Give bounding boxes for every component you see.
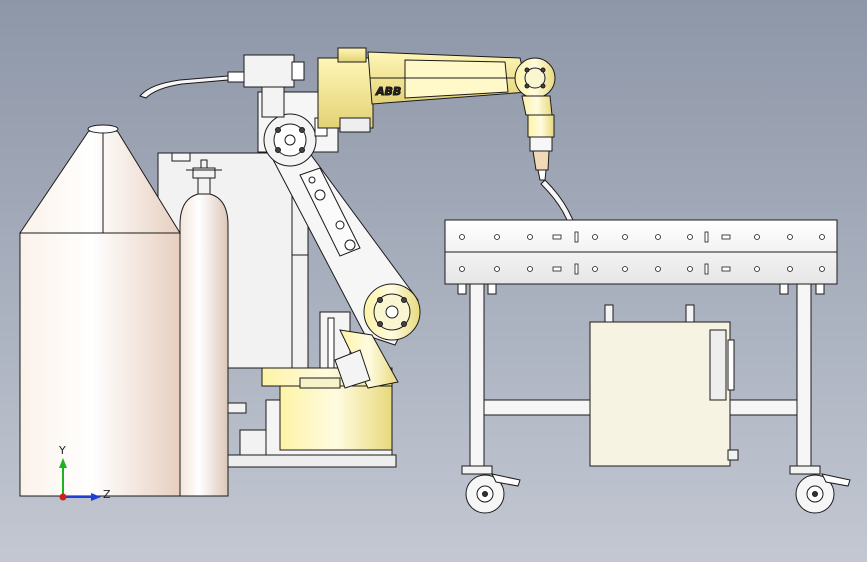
triad-y-label: Y [58, 444, 66, 457]
robot-axis2-joint[interactable] [363, 283, 421, 341]
caster-right[interactable] [789, 465, 851, 514]
welding-torch[interactable] [527, 114, 575, 225]
wire-feeder[interactable] [139, 54, 305, 118]
robot-upper-housing[interactable] [317, 47, 374, 133]
robot-forearm[interactable]: ABB [367, 51, 529, 105]
robot-controller-cabinet[interactable] [589, 304, 739, 467]
wire-drum[interactable] [19, 124, 181, 497]
robot-wrist[interactable] [514, 57, 556, 116]
abb-logo: ABB [375, 85, 401, 98]
triad-z-label: Z [103, 488, 111, 501]
gas-cylinder[interactable] [179, 159, 229, 497]
coordinate-triad: Y Z [58, 444, 111, 501]
caster-left[interactable] [461, 465, 521, 514]
table-hole-pattern [459, 231, 825, 275]
